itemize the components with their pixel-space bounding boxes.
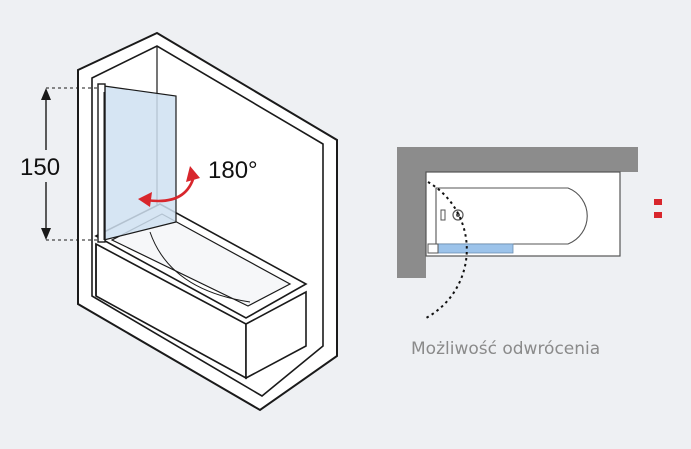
rotation-arrow-icon (145, 175, 196, 203)
height-label-bg (18, 150, 70, 182)
height-label: 150 (20, 154, 60, 181)
rotation-arrowhead-left (138, 192, 152, 207)
top-view-plan: Możliwość odwrócenia (397, 147, 662, 359)
basin-curve (149, 231, 251, 303)
wall-l-shape (397, 147, 638, 278)
overflow-icon (440, 209, 446, 221)
bathtub-inner-basin (435, 187, 588, 245)
hinge-plan (427, 243, 439, 254)
marker-icon-bottom (654, 212, 662, 218)
marker-icon-top (654, 199, 662, 205)
rotation-arrowhead-top (186, 166, 200, 182)
wall-profile (97, 83, 106, 243)
rotation-label: 180° (208, 157, 258, 184)
bathtub-end-panel (245, 290, 307, 380)
glass-screen-panel (103, 85, 177, 241)
glass-panel-plan (437, 243, 514, 254)
isometric-view: 150 180° (18, 31, 338, 412)
drain-center (456, 213, 460, 217)
reversible-caption: Możliwość odwrócenia (411, 339, 600, 359)
